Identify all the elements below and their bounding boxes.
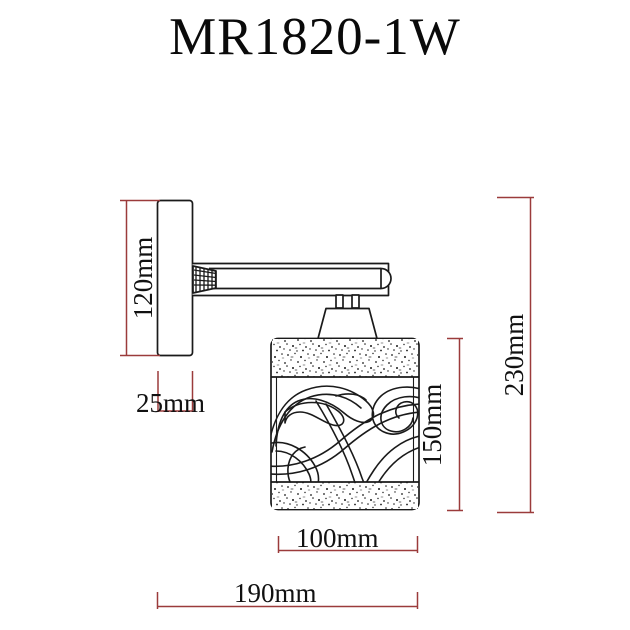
dimension-label-190mm: 190mm [234,578,317,608]
shade-band-dividers [271,376,419,483]
dimension-label-230mm: 230mm [499,313,529,397]
dimension-label-25mm: 25mm [136,388,206,418]
page-title: MR1820-1W [169,8,461,66]
dimension-25mm [157,371,194,412]
support-arm [192,262,392,297]
wall-plate [156,199,194,357]
socket-neck [335,294,360,309]
dimension-100mm [277,536,419,553]
dimension-lines [120,196,534,609]
dimension-230mm [497,196,534,514]
dimension-190mm [156,592,419,609]
shade-swirl-pattern [271,385,419,482]
dimension-label-120mm: 120mm [128,236,158,320]
shade-top-band [272,339,418,377]
dimension-label-100mm: 100mm [296,523,379,553]
lamp-socket-housing [317,307,378,340]
dimension-150mm [447,337,463,512]
shade-bottom-band [272,482,418,509]
dimension-120mm [120,199,160,357]
dimension-label-150mm: 150mm [417,383,447,467]
threaded-collar [192,265,217,294]
